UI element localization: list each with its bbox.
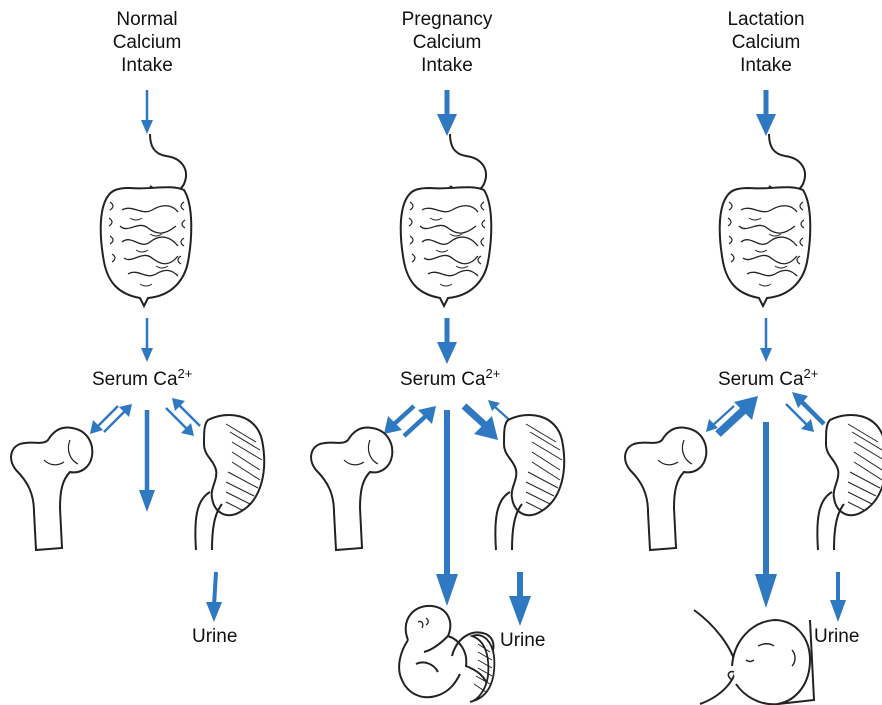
kidney-icon [817,415,882,550]
intake-arrow [756,90,776,136]
kidney-exchange-arrows [166,398,200,436]
digestive-tract-icon [101,134,192,306]
kidney-exchange-arrows [786,392,824,432]
digestive-tract-icon [401,134,492,306]
panel-lactation: Lactation Calcium Intake Serum Ca2+ Urin… [588,0,882,705]
kidney-icon [195,415,264,550]
absorption-arrow [760,318,772,362]
intake-line-2: Calcium [619,31,882,54]
urine-label: Urine [500,630,545,652]
intake-arrow [437,90,457,136]
serum-to-fetus-arrow [436,410,458,606]
serum-to-infant-arrow [755,422,777,608]
intake-label-lactation: Lactation Calcium Intake [619,8,882,77]
kidney-icon [495,415,564,550]
intake-label-normal: Normal Calcium Intake [0,8,294,77]
serum-label: Serum Ca2+ [92,366,192,391]
serum-text: Serum Ca [92,369,178,390]
breastfeeding-infant-icon [694,610,814,704]
absorption-arrow [141,318,153,362]
absorption-arrow [437,318,457,364]
serum-charge: 2+ [486,366,501,381]
femur-bone-icon [625,428,706,551]
panel-lactation-art [588,0,882,705]
urine-arrow [509,572,531,626]
serum-charge: 2+ [804,366,819,381]
intake-line-3: Intake [619,54,882,77]
serum-label: Serum Ca2+ [400,366,500,391]
panel-normal: Normal Calcium Intake Serum Ca2+ Urine [0,0,294,705]
serum-text: Serum Ca [400,369,486,390]
panel-pregnancy: Pregnancy Calcium Intake Serum Ca2+ Urin… [300,0,594,705]
urine-arrow [830,572,846,622]
panel-normal-art [0,0,294,705]
serum-down-arrow [139,410,155,512]
intake-line-2: Calcium [300,31,594,54]
panel-pregnancy-art [300,0,594,705]
digestive-tract-icon [720,134,811,306]
intake-line-1: Lactation [619,8,882,31]
bone-exchange-arrows [706,396,758,434]
fetus-icon [399,606,494,702]
intake-line-2: Calcium [0,31,294,54]
intake-line-1: Normal [0,8,294,31]
intake-arrow [141,90,153,134]
bone-exchange-arrows [384,406,436,436]
femur-bone-icon [311,428,392,551]
bone-exchange-arrows [90,404,132,434]
serum-text: Serum Ca [718,369,804,390]
urine-arrow [206,572,222,622]
urine-label: Urine [192,626,237,648]
serum-charge: 2+ [178,366,193,381]
intake-line-3: Intake [300,54,594,77]
femur-bone-icon [11,428,92,551]
intake-label-pregnancy: Pregnancy Calcium Intake [300,8,594,77]
serum-label: Serum Ca2+ [718,366,818,391]
intake-line-3: Intake [0,54,294,77]
urine-label: Urine [814,626,859,648]
intake-line-1: Pregnancy [300,8,594,31]
